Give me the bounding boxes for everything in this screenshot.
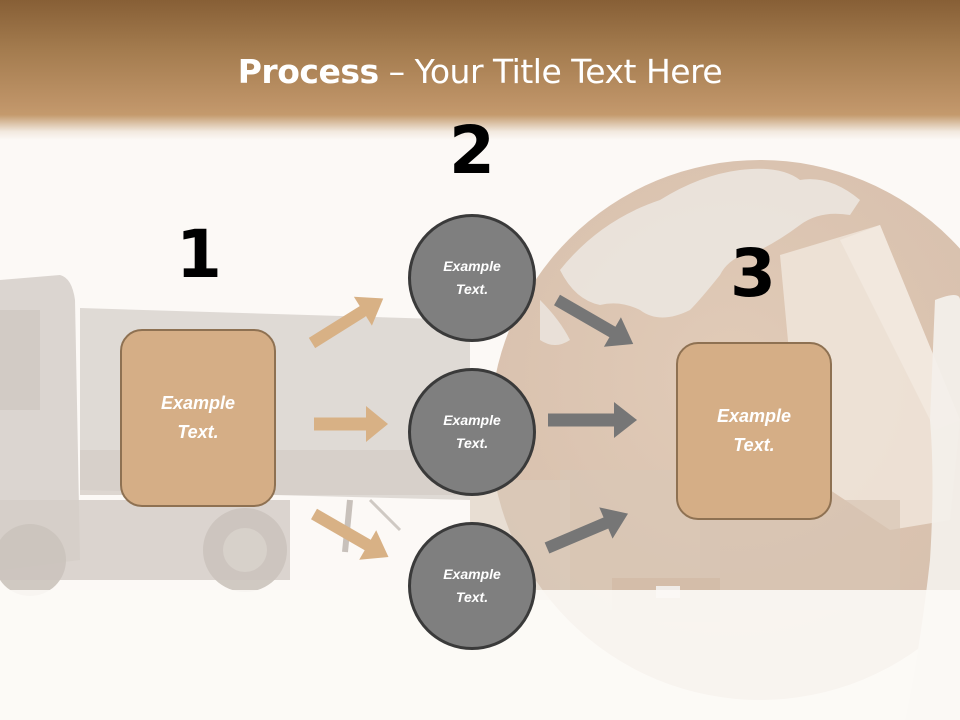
step-number-1: 1 bbox=[176, 216, 222, 293]
circle-top-text-line1: Example bbox=[443, 258, 501, 274]
slide-title: Process – Your Title Text Here bbox=[0, 52, 960, 91]
step-number-3: 3 bbox=[730, 235, 776, 312]
circle-middle-text-line2: Text. bbox=[455, 435, 489, 451]
step-number-2: 2 bbox=[449, 112, 495, 189]
step-1-text-line2: Text. bbox=[177, 422, 219, 442]
step-2-circle-top[interactable]: Example Text. bbox=[408, 214, 536, 342]
circle-middle-text-line1: Example bbox=[443, 412, 501, 428]
step-3-box[interactable]: Example Text. bbox=[676, 342, 832, 520]
step-3-text-line1: Example bbox=[716, 406, 792, 426]
step-1-text-line1: Example bbox=[160, 393, 236, 413]
header-band bbox=[0, 0, 960, 140]
circle-bottom-text-line2: Text. bbox=[455, 589, 489, 605]
title-bold: Process bbox=[237, 52, 379, 91]
step-2-circle-middle[interactable]: Example Text. bbox=[408, 368, 536, 496]
circle-top-text-line2: Text. bbox=[455, 281, 489, 297]
circle-bottom-text-line1: Example bbox=[443, 566, 501, 582]
title-rest: – Your Title Text Here bbox=[378, 52, 723, 91]
step-2-circle-bottom[interactable]: Example Text. bbox=[408, 522, 536, 650]
step-3-text-line2: Text. bbox=[733, 435, 775, 455]
step-1-box[interactable]: Example Text. bbox=[120, 329, 276, 507]
